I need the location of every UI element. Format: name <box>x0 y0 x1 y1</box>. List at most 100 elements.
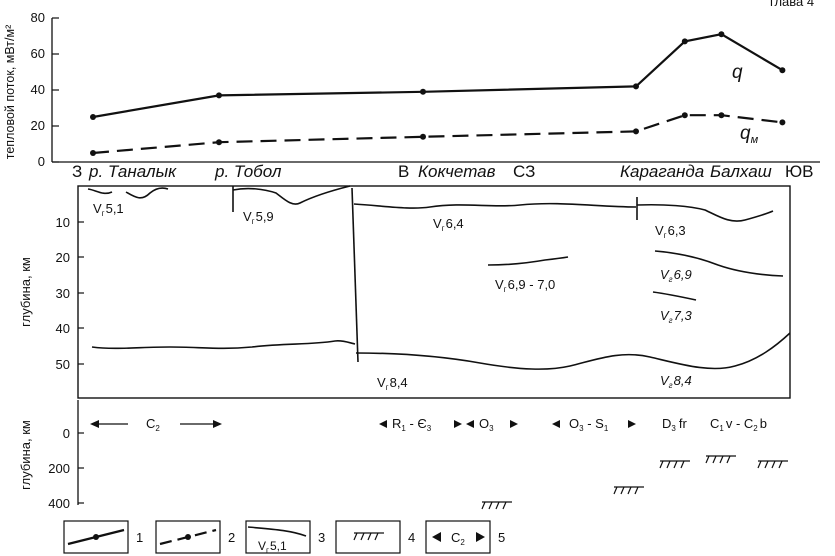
depth-y-axis-label: глубина, км <box>18 257 33 327</box>
age-main: v - C <box>726 416 753 431</box>
profile-labels: З р. Таналык р. Тобол В Кокчетав СЗ Кара… <box>72 162 814 181</box>
legend-dashed-dot <box>185 534 191 540</box>
moho-east <box>355 332 791 370</box>
depth-y-ticks: 10 20 30 40 50 <box>56 215 84 372</box>
velocity-label-5: Vг6,3 <box>655 223 686 240</box>
label-karaganda: Караганда <box>620 162 704 181</box>
q-data-point <box>718 31 725 38</box>
v-sub: г <box>664 231 667 240</box>
age-sub: 3 <box>427 424 432 433</box>
depth-tick-label: 10 <box>56 215 70 230</box>
arrow-head-left <box>90 420 99 428</box>
label-tobol: р. Тобол <box>214 162 282 181</box>
heat-tick-label: 80 <box>31 10 45 25</box>
fault-kokchetav <box>351 187 359 363</box>
legend-label-1: 1 <box>136 530 143 545</box>
age-main: fr <box>679 416 688 431</box>
qm-main: q <box>740 123 751 144</box>
age-sub: 2 <box>753 424 758 433</box>
depth-tick-label: 30 <box>56 286 70 301</box>
v-sub: г <box>669 316 673 325</box>
q-curve-label: q <box>732 62 743 83</box>
boundary-balkhash-lower <box>652 291 697 301</box>
boundary-karaganda-upper <box>636 203 774 222</box>
velocity-label-1: Vг5,1 <box>93 201 124 218</box>
heat-flow-panel: 0 20 40 60 80 тепловой поток, мВт/м² q q… <box>3 10 820 169</box>
heat-tick-label: 20 <box>31 118 45 133</box>
v-sub: г <box>669 381 673 390</box>
qm-data-point <box>718 112 725 119</box>
v-letter: V <box>655 223 664 238</box>
qm-data-point <box>216 139 222 146</box>
age-label-o3-s1: O3 - S1 <box>569 416 609 433</box>
legend-hatch-mark <box>353 532 384 541</box>
age-main: O <box>569 416 579 431</box>
v-sub: г <box>252 217 255 226</box>
moho-west <box>91 340 356 350</box>
boundary-tanalyk <box>87 188 113 195</box>
arrow-head-right <box>510 420 518 428</box>
age-tick-label: 200 <box>48 461 70 476</box>
age-main: C <box>710 416 719 431</box>
v-letter: V <box>660 267 670 282</box>
hatch-mark <box>613 486 644 495</box>
age-sub: 1 <box>604 424 609 433</box>
depth-tick-label: 20 <box>56 250 70 265</box>
hatch-mark <box>659 460 690 469</box>
v-letter: V <box>660 373 670 388</box>
v-letter: V <box>495 277 504 292</box>
v-sub: г <box>266 546 269 555</box>
lithosphere-base-marks <box>481 455 788 510</box>
boundary-upper-crust <box>353 202 637 209</box>
qm-data-point <box>420 133 426 140</box>
age-sub: 2 <box>460 538 465 547</box>
v-value: 6,9 - 7,0 <box>508 277 556 292</box>
v-letter: V <box>93 201 102 216</box>
age-tick-label: 0 <box>63 426 70 441</box>
label-balkhash: Балхаш <box>710 162 772 181</box>
corner-label: глава 4 <box>770 0 814 9</box>
qm-subscript: м <box>751 134 759 146</box>
velocity-label-3: Vг6,4 <box>433 216 464 233</box>
v-value: 6,3 <box>668 223 686 238</box>
arrow-head-right <box>628 420 636 428</box>
v-value: 5,1 <box>270 539 287 553</box>
age-label-c2: C2 <box>146 416 160 433</box>
heat-tick-label: 60 <box>31 46 45 61</box>
age-main: - Є <box>406 416 427 431</box>
q-data-point <box>779 67 786 74</box>
v-letter: V <box>433 216 442 231</box>
q-data-point <box>420 88 426 95</box>
qm-data-point <box>681 112 688 119</box>
hatch-mark <box>481 501 512 510</box>
boundary-kokchetav-mid <box>487 256 569 266</box>
velocity-label-8: Vг8,4 <box>377 375 408 392</box>
qm-curve-label: qм <box>740 123 759 146</box>
age-main: - S <box>584 416 605 431</box>
qm-data-point <box>633 128 639 135</box>
label-z: З <box>72 162 82 181</box>
q-data-point <box>216 92 222 99</box>
q-data-point <box>681 38 688 45</box>
label-tanalyk: р. Таналык <box>88 162 177 181</box>
heat-y-axis-label: тепловой поток, мВт/м² <box>3 25 17 159</box>
v-letter: V <box>258 539 266 553</box>
v-value: 5,1 <box>106 201 124 216</box>
age-main: O <box>479 416 489 431</box>
velocity-label-7: Vг7,3 <box>660 308 692 325</box>
legend: 1 2 Vг5,1 3 4 C2 5 <box>63 520 505 555</box>
arrow-head-left <box>379 420 387 428</box>
age-main: C <box>451 530 460 545</box>
age-sub: 3 <box>489 424 494 433</box>
qm-data-point <box>779 119 786 126</box>
v-letter: V <box>377 375 386 390</box>
velocity-label-2: Vг5,9 <box>243 209 274 226</box>
arrow-head-left <box>552 420 560 428</box>
legend-box-5 <box>425 520 491 554</box>
label-kokchetav: Кокчетав <box>418 162 496 181</box>
legend-age-sample: C2 <box>451 530 465 547</box>
legend-box-1 <box>63 520 129 554</box>
legend-label-2: 2 <box>228 530 235 545</box>
